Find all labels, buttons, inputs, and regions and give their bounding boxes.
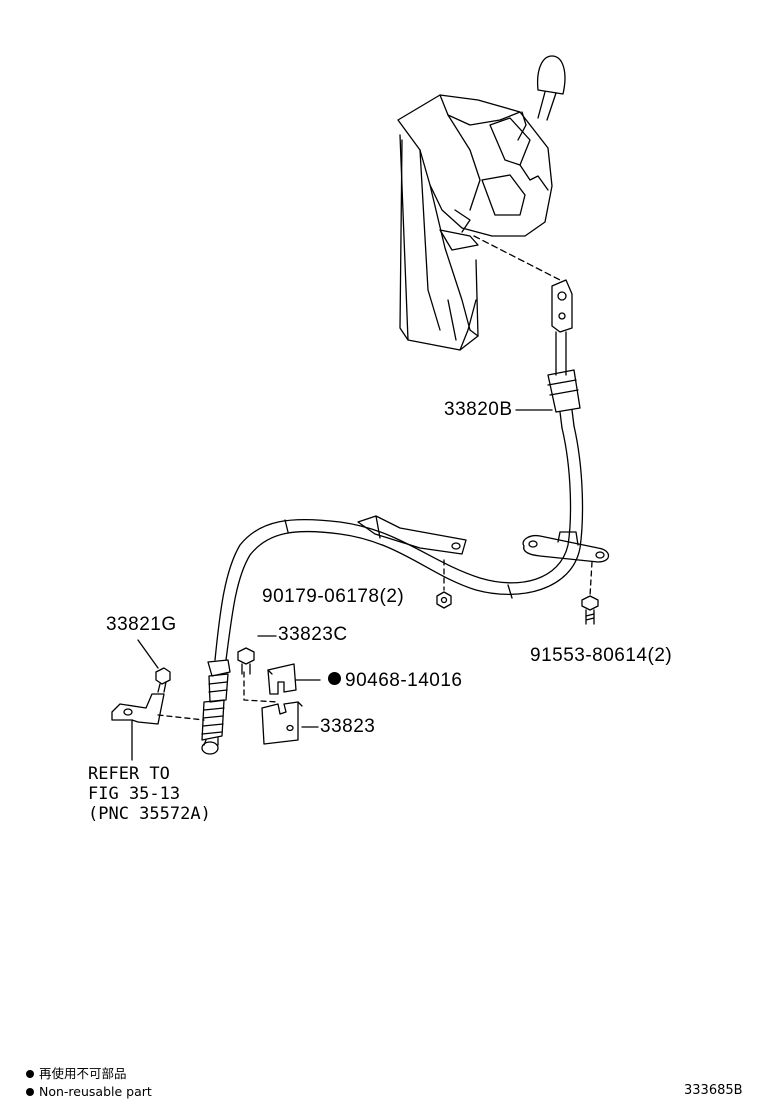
cable-lower-end: [201, 659, 231, 755]
legend-japanese: 再使用不可部品: [26, 1065, 127, 1083]
shift-cable: [214, 425, 584, 661]
bolt-33823c: [237, 647, 255, 675]
bolt-91553: [581, 595, 599, 625]
label-90468-text: 90468-14016: [345, 670, 463, 691]
cable-clamp-bracket: [357, 515, 467, 555]
label-33821g: 33821G: [106, 614, 177, 635]
legend-dot-icon: [26, 1069, 34, 1078]
legend-dot-icon: [26, 1087, 34, 1096]
plate-33823: [261, 701, 303, 745]
bracket-33821g: [111, 667, 171, 761]
legend-english: Non-reusable part: [26, 1083, 152, 1101]
label-90468: 90468-14016: [328, 670, 463, 692]
non-reusable-marker-icon: [328, 672, 341, 686]
refer-line-2: FIG 35-13: [88, 784, 181, 804]
nut-90179: [436, 591, 452, 609]
refer-line-3: (PNC 35572A): [88, 804, 211, 824]
leader-33821g: [137, 639, 159, 669]
label-91553: 91553-80614(2): [530, 645, 673, 666]
legend-english-text: Non-reusable part: [39, 1084, 152, 1099]
cable-upper-end: [547, 279, 581, 429]
label-33823: 33823: [320, 716, 376, 737]
label-90179: 90179-06178(2): [262, 586, 405, 607]
shift-lever-assembly: [397, 55, 566, 351]
label-33820b: 33820B: [444, 399, 513, 420]
clip-90468: [267, 663, 297, 695]
label-33823c: 33823C: [278, 624, 348, 645]
refer-line-1: REFER TO: [88, 764, 170, 784]
cable-flange-bracket: [522, 531, 610, 563]
legend-japanese-text: 再使用不可部品: [39, 1066, 127, 1081]
figure-id: 333685B: [684, 1083, 743, 1098]
